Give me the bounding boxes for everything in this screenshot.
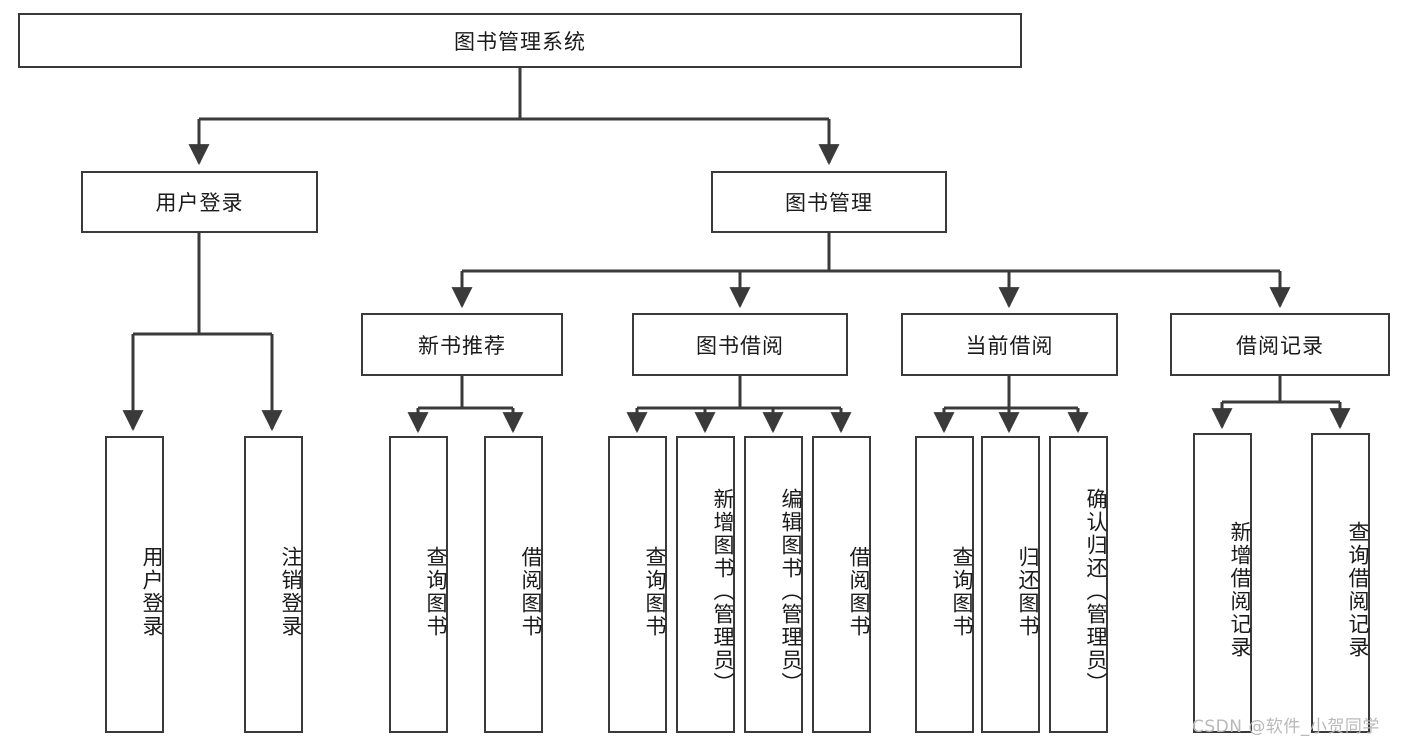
leaf-current-return-book[interactable]: 归还图书 xyxy=(981,436,1040,733)
leaf-borrow-add-book[interactable]: 新增图书（管理员） xyxy=(676,436,735,733)
leaf-borrow-borrow-book-label: 借阅图书 xyxy=(847,545,871,638)
node-book-management-label: 图书管理 xyxy=(785,191,873,215)
node-book-borrow-label: 图书借阅 xyxy=(696,333,784,358)
node-borrow-record[interactable]: 借阅记录 xyxy=(1170,313,1390,376)
leaf-current-query-book-label: 查询图书 xyxy=(950,545,974,638)
node-user-login-label: 用户登录 xyxy=(155,191,244,215)
leaf-newbook-query-book-label: 查询图书 xyxy=(424,545,448,638)
node-current-borrow-label: 当前借阅 xyxy=(965,333,1054,358)
leaf-current-return-book-label: 归还图书 xyxy=(1016,545,1040,638)
node-current-borrow[interactable]: 当前借阅 xyxy=(901,313,1118,376)
leaf-borrow-edit-book-label: 编辑图书（管理员） xyxy=(779,488,803,695)
node-new-book-recommend-label: 新书推荐 xyxy=(418,333,506,358)
leaf-user-login[interactable]: 用户登录 xyxy=(105,436,164,733)
node-user-login[interactable]: 用户登录 xyxy=(81,171,318,233)
leaf-current-confirm-return[interactable]: 确认归还（管理员） xyxy=(1049,436,1108,733)
leaf-record-add-label: 新增借阅记录 xyxy=(1228,521,1252,659)
node-root[interactable]: 图书管理系统 xyxy=(18,13,1022,68)
node-new-book-recommend[interactable]: 新书推荐 xyxy=(361,313,563,376)
leaf-borrow-add-book-label: 新增图书（管理员） xyxy=(711,488,735,695)
node-book-management[interactable]: 图书管理 xyxy=(711,171,947,233)
leaf-current-confirm-return-label: 确认归还（管理员） xyxy=(1084,488,1108,695)
node-borrow-record-label: 借阅记录 xyxy=(1236,333,1324,358)
leaf-borrow-query-book[interactable]: 查询图书 xyxy=(608,436,667,733)
leaf-newbook-borrow-book-label: 借阅图书 xyxy=(519,545,543,638)
leaf-record-query[interactable]: 查询借阅记录 xyxy=(1311,433,1370,733)
leaf-newbook-query-book[interactable]: 查询图书 xyxy=(389,436,448,733)
leaf-record-query-label: 查询借阅记录 xyxy=(1346,521,1370,659)
node-book-borrow[interactable]: 图书借阅 xyxy=(632,313,848,376)
leaf-borrow-edit-book[interactable]: 编辑图书（管理员） xyxy=(744,436,803,733)
leaf-borrow-query-book-label: 查询图书 xyxy=(643,545,667,638)
leaf-newbook-borrow-book[interactable]: 借阅图书 xyxy=(484,436,543,733)
csdn-watermark: CSDN @软件_小贺同学 xyxy=(1192,717,1380,737)
leaf-record-add[interactable]: 新增借阅记录 xyxy=(1193,433,1252,733)
leaf-user-logout[interactable]: 注销登录 xyxy=(244,436,303,733)
leaf-user-logout-label: 注销登录 xyxy=(279,545,303,638)
leaf-borrow-borrow-book[interactable]: 借阅图书 xyxy=(812,436,871,733)
leaf-user-login-label: 用户登录 xyxy=(140,545,164,638)
leaf-current-query-book[interactable]: 查询图书 xyxy=(915,436,974,733)
node-root-label: 图书管理系统 xyxy=(454,29,586,54)
